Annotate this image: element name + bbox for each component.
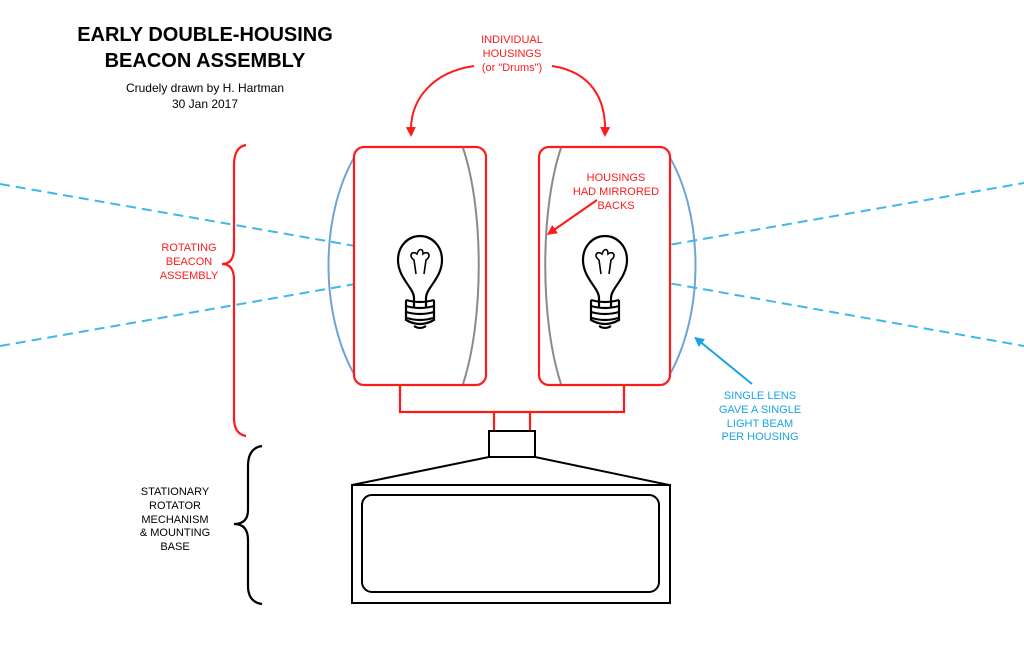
beam-right-lower [639, 277, 1024, 347]
label-individual-housings: INDIVIDUAL HOUSINGS (or "Drums") [481, 34, 543, 74]
right-housing [537, 145, 672, 387]
beam-right-upper [639, 182, 1024, 251]
label-stationary-base: STATIONARY ROTATOR MECHANISM & MOUNTING … [139, 486, 211, 553]
lens-arrow-icon [694, 336, 753, 385]
base-top-trapezoid [351, 456, 670, 486]
diagram-title: EARLY DOUBLE-HOUSING BEACON ASSEMBLY [70, 22, 340, 74]
label-mirrored-backs: HOUSINGS HAD MIRRORED BACKS [572, 172, 660, 212]
credit: Crudely drawn by H. Hartman 30 Jan 2017 [100, 80, 310, 112]
label-rotating-beacon-assembly: ROTATING BEACON ASSEMBLY [159, 242, 219, 282]
housing-connector [398, 385, 626, 430]
credit-author: Crudely drawn by H. Hartman [125, 81, 285, 95]
beam-left-upper [0, 183, 385, 252]
left-housing [352, 145, 488, 387]
housings-right-arrow-icon [551, 65, 611, 137]
light-beams [0, 182, 1024, 347]
base-panel [361, 494, 660, 593]
right-lens [663, 147, 697, 385]
credit-date: 30 Jan 2017 [171, 97, 239, 112]
rotator-coupling [488, 430, 536, 458]
left-mirror [462, 147, 480, 385]
label-single-lens: SINGLE LENS GAVE A SINGLE LIGHT BEAM PER… [718, 390, 802, 444]
stationary-curly-brace-icon [233, 444, 263, 606]
title-line-1: EARLY DOUBLE-HOUSING [77, 24, 333, 46]
rotating-curly-brace-icon [221, 143, 247, 438]
left-lens [327, 147, 361, 385]
beam-left-lower [0, 278, 385, 347]
title-line-2: BEACON ASSEMBLY [104, 50, 306, 72]
right-mirror [544, 147, 562, 385]
housings-left-arrow-icon [405, 65, 475, 137]
mirrored-arrow-icon [546, 199, 598, 235]
